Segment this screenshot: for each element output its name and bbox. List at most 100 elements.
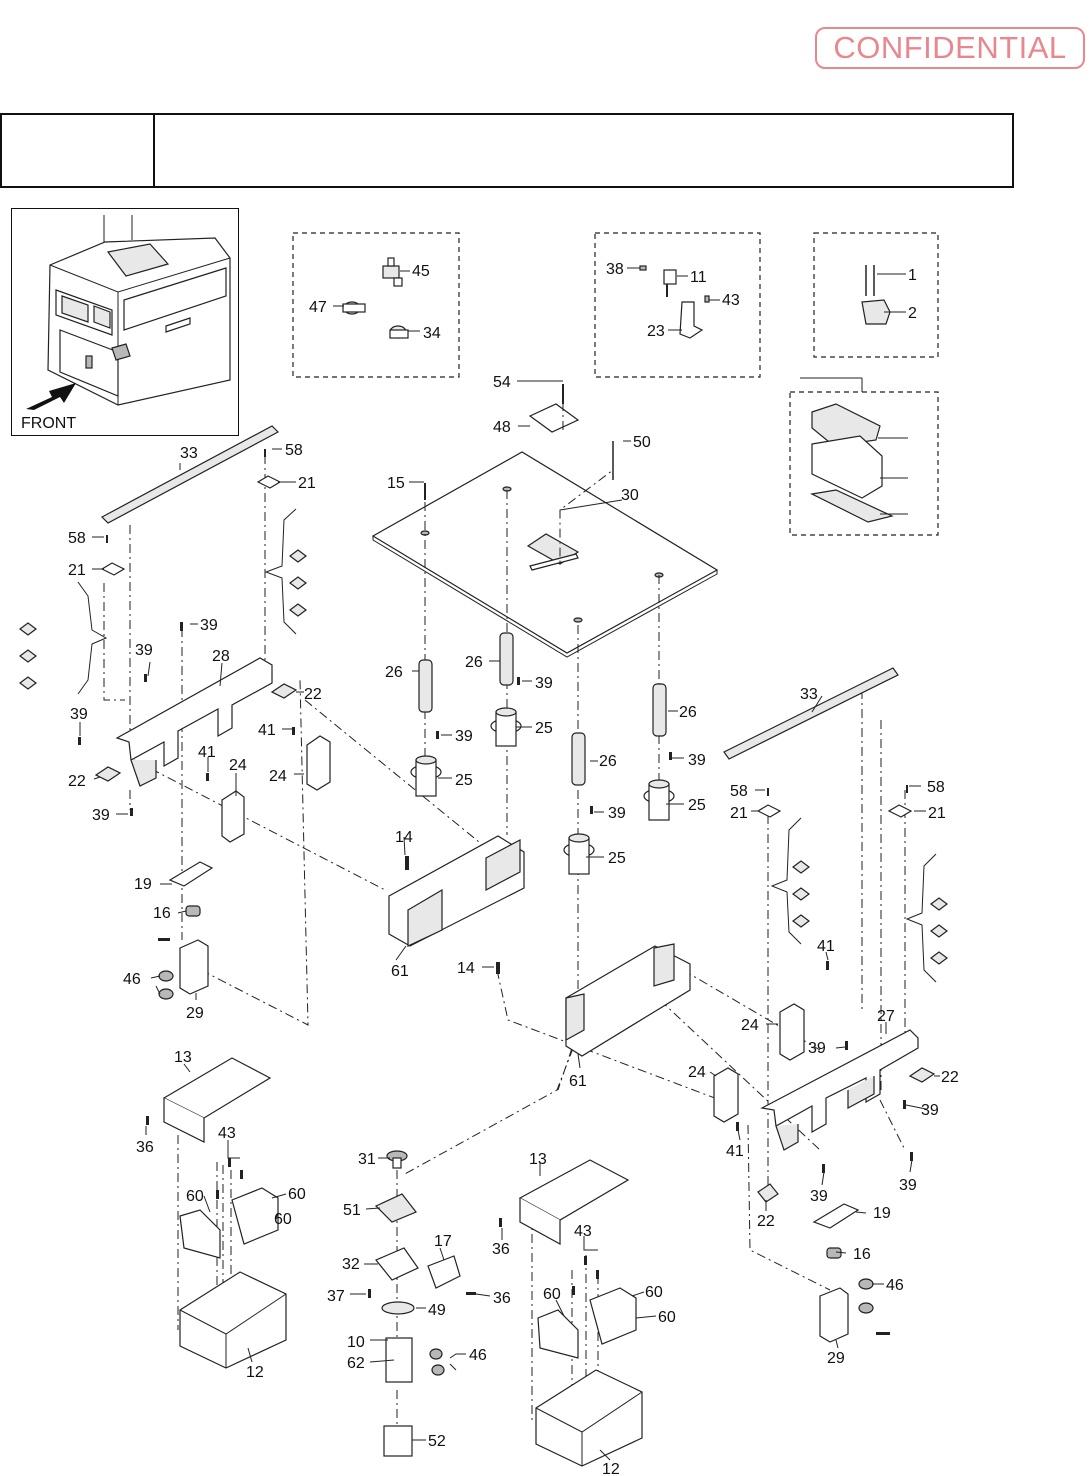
callout-54: 54 (493, 374, 511, 391)
callout-39-k: 39 (899, 1177, 917, 1194)
shim-group-c (770, 817, 810, 945)
callout-21-c: 21 (730, 805, 748, 822)
bracket-23 (679, 301, 704, 339)
confidential-stamp: CONFIDENTIAL (815, 27, 1085, 69)
callout-39-f: 39 (535, 675, 553, 692)
callout-15: 15 (387, 475, 405, 492)
callout-39-i: 39 (808, 1040, 826, 1057)
leader-lines (79, 267, 940, 1461)
tray-12-b (535, 1369, 643, 1467)
shim-group-d (905, 853, 948, 983)
callout-29-a: 29 (186, 1005, 204, 1022)
callout-24-d: 24 (688, 1064, 706, 1081)
detail-box-connector (813, 232, 939, 358)
callout-11: 11 (690, 269, 707, 286)
fitting-46-c (429, 1348, 445, 1376)
detail-box-fittings (292, 232, 460, 378)
screw-43 (704, 295, 710, 303)
cover-48-slot (529, 553, 579, 571)
callout-46-b: 46 (886, 1277, 904, 1294)
callout-41-a: 41 (198, 744, 216, 761)
callout-26-b: 26 (465, 654, 483, 671)
washer-21-d (887, 804, 913, 818)
cover-48 (528, 403, 580, 433)
callout-21-a: 21 (298, 475, 316, 492)
block-24-d (713, 1067, 739, 1123)
callout-21-b: 21 (68, 562, 86, 579)
callout-51: 51 (343, 1202, 361, 1219)
callout-1: 1 (908, 267, 917, 284)
tray-12-a (179, 1271, 287, 1369)
post-26-a (418, 659, 433, 713)
bracket-60-c (537, 1309, 579, 1359)
callout-30: 30 (621, 487, 639, 504)
callout-46-c: 46 (469, 1347, 487, 1364)
block-32 (375, 1247, 419, 1281)
callout-58-d: 58 (927, 779, 945, 796)
callout-39-c: 39 (70, 706, 88, 723)
callout-37: 37 (327, 1288, 345, 1305)
callout-32: 32 (342, 1256, 360, 1273)
callout-26-a: 26 (385, 664, 403, 681)
callout-24-c: 24 (741, 1017, 759, 1034)
callout-17: 17 (434, 1233, 452, 1250)
callout-22-a: 22 (304, 686, 322, 703)
callout-10: 10 (347, 1334, 365, 1351)
washer-21-b (100, 562, 126, 576)
fitting-45 (382, 257, 403, 287)
connector-2 (861, 299, 891, 325)
callout-25-b: 25 (535, 720, 553, 737)
post-26-d (652, 683, 667, 737)
shim-group-a (264, 508, 307, 635)
callout-34: 34 (423, 325, 441, 342)
block-52 (383, 1425, 413, 1457)
callout-36-c: 36 (492, 1241, 510, 1258)
callout-31: 31 (358, 1151, 376, 1168)
block-24-b (221, 790, 245, 843)
knob-31 (386, 1150, 408, 1169)
callout-43-sensor: 43 (722, 292, 740, 309)
sensor-11 (663, 269, 677, 297)
callout-39-e: 39 (455, 728, 473, 745)
callout-labels: 45 47 34 38 11 43 23 1 2 54 48 50 15 30 … (68, 261, 959, 1476)
screw-38 (639, 265, 647, 271)
fitting-34 (389, 325, 409, 339)
plate-51 (374, 1193, 417, 1223)
callout-19-a: 19 (134, 876, 152, 893)
callout-22-d: 22 (757, 1213, 775, 1230)
callout-60-d: 60 (543, 1286, 561, 1303)
callout-58-b: 58 (68, 530, 86, 547)
callout-25-c: 25 (608, 850, 626, 867)
callout-33-right: 33 (800, 686, 818, 703)
callout-14-a: 14 (395, 829, 413, 846)
callout-22-b: 22 (68, 773, 86, 790)
callout-22-c: 22 (941, 1069, 959, 1086)
callout-27: 27 (877, 1008, 895, 1025)
callout-61-right: 61 (569, 1073, 587, 1090)
callout-29-b: 29 (827, 1350, 845, 1367)
bushing-25-b (490, 707, 522, 747)
bracket-22-a (270, 683, 298, 699)
callout-25-d: 25 (688, 797, 706, 814)
detail-box-sensor (594, 232, 761, 378)
accessory-block (811, 435, 883, 499)
header-cell-left (2, 115, 155, 186)
callout-58-a: 58 (285, 442, 303, 459)
frame-27 (760, 1029, 919, 1134)
callout-26-c: 26 (599, 753, 617, 770)
callout-12-a: 12 (246, 1364, 264, 1381)
bracket-60-d (589, 1287, 637, 1345)
washer-21-a (256, 475, 282, 489)
callout-47: 47 (309, 299, 327, 316)
rail-33-right (723, 667, 899, 760)
callout-41-b: 41 (258, 722, 276, 739)
callout-39-a: 39 (200, 617, 218, 634)
callout-25-a: 25 (455, 772, 473, 789)
bushing-25-d (643, 779, 675, 821)
bushing-25-c (563, 833, 595, 875)
callout-60-f: 60 (658, 1309, 676, 1326)
plate-19-b (812, 1203, 860, 1229)
callout-13-a: 13 (174, 1049, 192, 1066)
washer-21-c (756, 804, 782, 818)
callout-28: 28 (212, 648, 230, 665)
